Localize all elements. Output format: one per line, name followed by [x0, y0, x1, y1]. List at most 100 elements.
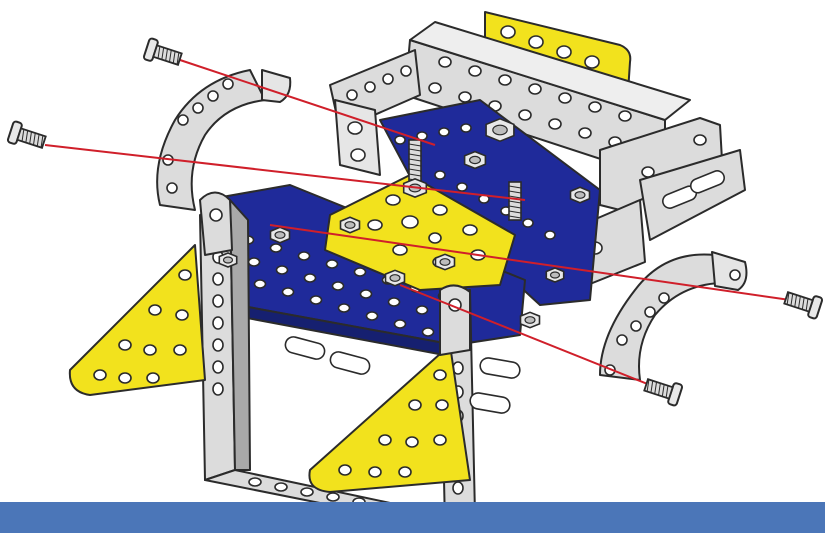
hole — [549, 119, 561, 129]
hole — [461, 124, 471, 132]
hole — [223, 79, 233, 89]
bolt-icon — [7, 121, 47, 153]
hole — [393, 245, 407, 255]
slot — [329, 350, 372, 376]
hole — [299, 252, 310, 260]
hole — [389, 298, 400, 306]
hole — [579, 128, 591, 138]
hole — [585, 56, 599, 68]
hole — [213, 383, 223, 395]
nut-bore — [224, 257, 233, 263]
hole — [730, 270, 740, 280]
hole — [379, 435, 391, 445]
hole — [174, 345, 186, 355]
hole — [519, 110, 531, 120]
hole — [119, 373, 131, 383]
hole — [694, 135, 706, 145]
hole — [333, 282, 344, 290]
hole — [369, 467, 381, 477]
hole — [423, 328, 434, 336]
hole — [399, 467, 411, 477]
hole — [305, 274, 316, 282]
left-yellow-triangle — [70, 245, 205, 395]
hole — [339, 465, 351, 475]
hole — [383, 74, 393, 84]
nut-bore — [390, 275, 400, 282]
hole — [434, 435, 446, 445]
hole — [348, 122, 362, 134]
hole — [119, 340, 131, 350]
hole — [365, 82, 375, 92]
hole — [453, 482, 463, 494]
hole — [347, 90, 357, 100]
hole — [409, 400, 421, 410]
nut-bore — [575, 192, 585, 199]
hole — [659, 293, 669, 303]
hole — [277, 266, 288, 274]
hole — [529, 36, 543, 48]
hole — [368, 220, 382, 230]
hole — [619, 111, 631, 121]
slot — [284, 335, 327, 361]
hole — [213, 317, 223, 329]
nut-bore — [493, 125, 507, 135]
hole — [559, 93, 571, 103]
hole — [439, 128, 449, 136]
hole — [361, 290, 372, 298]
hole — [631, 321, 641, 331]
hole — [417, 306, 428, 314]
hole — [147, 373, 159, 383]
hole — [395, 136, 405, 144]
hole — [255, 280, 266, 288]
nut-bore — [440, 259, 450, 266]
hole — [557, 46, 571, 58]
hole — [545, 231, 555, 239]
hole — [213, 273, 223, 285]
hole — [149, 305, 161, 315]
hole — [167, 183, 177, 193]
hole — [301, 488, 313, 496]
hole — [433, 205, 447, 215]
bolt-icon — [643, 374, 683, 406]
hole — [275, 483, 287, 491]
hole — [193, 103, 203, 113]
hole — [434, 370, 446, 380]
hole — [339, 304, 350, 312]
hole — [367, 312, 378, 320]
hole — [457, 183, 467, 191]
hole — [355, 268, 366, 276]
nut-bore — [551, 272, 560, 278]
hole — [645, 307, 655, 317]
bolt-icon — [143, 38, 183, 70]
hole — [642, 167, 654, 177]
hole — [179, 270, 191, 280]
hole — [249, 258, 260, 266]
hole — [429, 83, 441, 93]
hole — [210, 209, 222, 221]
hole — [429, 233, 441, 243]
hole — [213, 339, 223, 351]
hole — [589, 102, 601, 112]
nut-bore — [525, 317, 535, 324]
hole — [523, 219, 533, 227]
hole — [178, 115, 188, 125]
hole — [213, 295, 223, 307]
hole — [401, 66, 411, 76]
hole — [144, 345, 156, 355]
hole — [469, 66, 481, 76]
hole — [529, 84, 541, 94]
hole — [386, 195, 400, 205]
slot — [469, 392, 511, 415]
hole — [436, 400, 448, 410]
hole — [208, 91, 218, 101]
nut-bore — [345, 222, 355, 229]
hole — [94, 370, 106, 380]
hole — [327, 493, 339, 501]
hole — [213, 361, 223, 373]
hole — [176, 310, 188, 320]
hole — [501, 26, 515, 38]
hole — [463, 225, 477, 235]
hole — [327, 260, 338, 268]
hole — [351, 149, 365, 161]
